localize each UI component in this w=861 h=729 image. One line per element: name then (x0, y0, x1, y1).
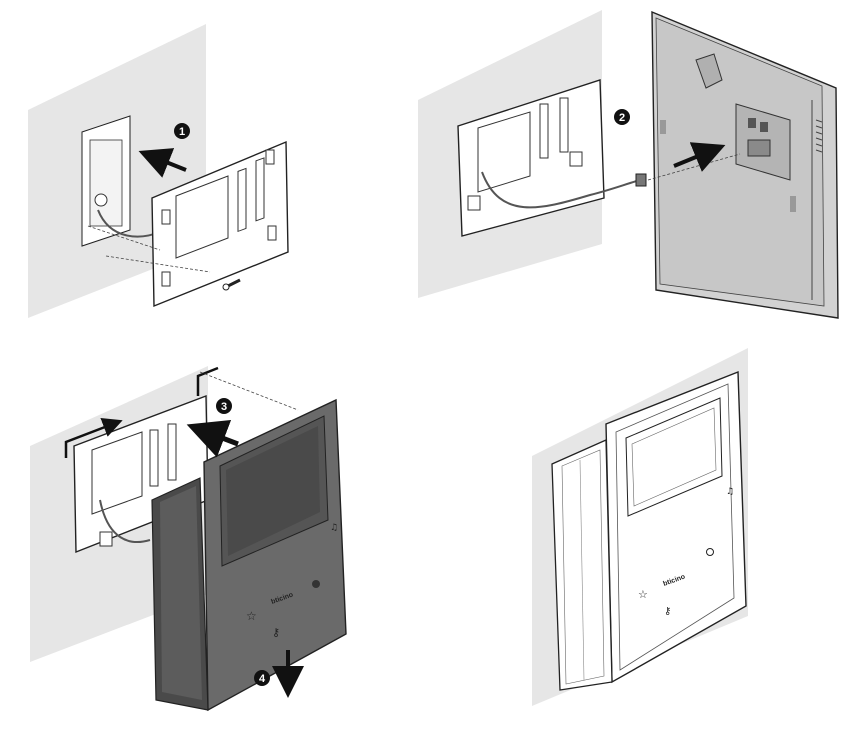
cable-icon (481, 171, 647, 209)
key-icon: ⚷ (272, 626, 280, 639)
step-badge-4: 4 (254, 670, 270, 686)
star-icon: ☆ (638, 588, 648, 601)
arrow-icon (138, 148, 187, 178)
key-icon: ⚷ (664, 606, 671, 617)
guide-line (199, 371, 299, 411)
bracket-arrow (64, 418, 123, 458)
guide-line (87, 225, 161, 251)
svg-text:2: 2 (619, 112, 625, 124)
arrow-icon (186, 419, 239, 458)
screw-icon (222, 278, 241, 291)
video-intercom-back (651, 10, 839, 319)
svg-text:3: 3 (221, 401, 227, 413)
mute-icon: ♫ (726, 487, 734, 497)
mute-icon: ♫ (330, 523, 338, 533)
svg-text:1: 1 (179, 126, 185, 138)
svg-text:4: 4 (259, 673, 266, 685)
step-badge-3: 3 (216, 398, 232, 414)
step-badge-2: 2 (614, 109, 630, 125)
handset-icon (151, 477, 209, 711)
panel-step-2: 2 (418, 10, 839, 319)
panel-step-1: 1 (28, 24, 289, 318)
video-intercom-icon: bticino ☆ ⚷ ♫ (551, 370, 747, 691)
camera-button (706, 548, 714, 556)
star-icon: ☆ (246, 609, 257, 623)
panel-final: bticino ☆ ⚷ ♫ (532, 348, 748, 706)
handset-icon (551, 439, 613, 691)
wall-plate-icon (151, 140, 289, 308)
panel-step-3-4: bticino ☆ ⚷ ♫ 3 4 (30, 366, 347, 712)
arrow-icon (673, 142, 726, 172)
camera-button (312, 580, 320, 588)
video-intercom-icon: bticino ☆ ⚷ ♫ (151, 398, 347, 712)
wall-plate-icon (457, 79, 605, 237)
bracket-arrow (196, 366, 219, 396)
step-badge-1: 1 (174, 123, 190, 139)
guide-line (105, 255, 211, 273)
